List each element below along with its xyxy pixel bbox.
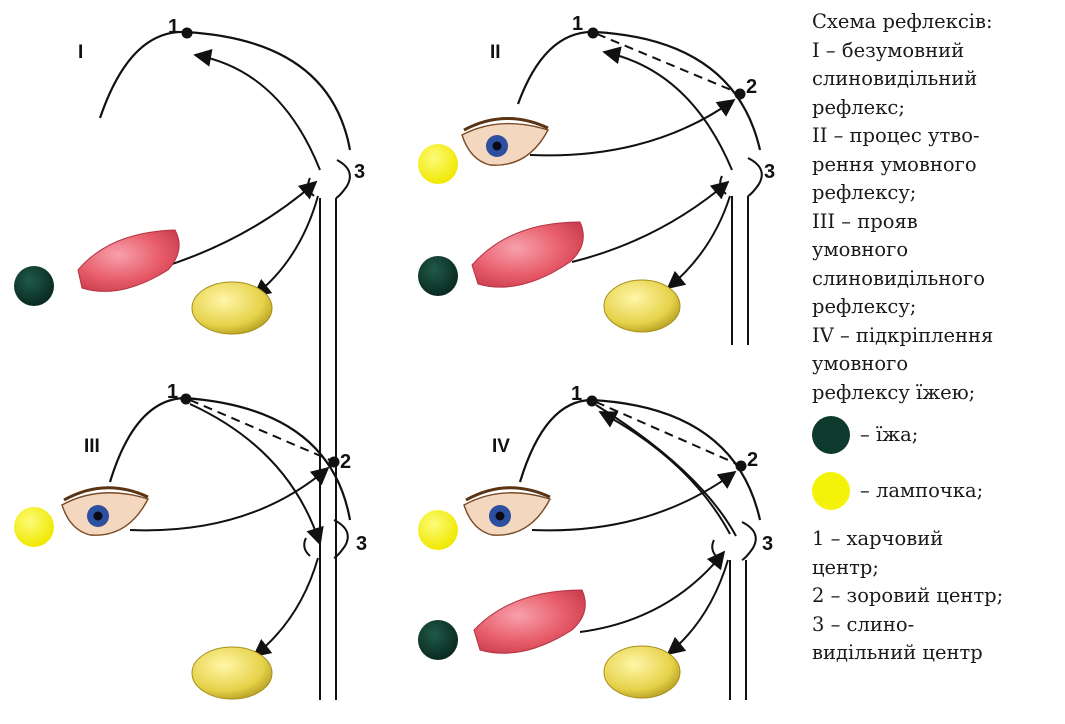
label-1: 1	[168, 16, 179, 38]
cord-right-bracket	[748, 158, 762, 196]
panel-3: III 1 2 3	[14, 381, 367, 700]
brain-arc	[520, 400, 760, 520]
visual-center-node	[736, 461, 747, 472]
arrow-center3-to-1	[600, 412, 730, 534]
temporary-connection	[597, 34, 736, 92]
arrow-eye-to-2	[532, 472, 735, 530]
cord-left-bracket	[712, 540, 718, 558]
label-2: 2	[340, 451, 351, 473]
arrow-center3-to-1	[195, 55, 320, 170]
label-2: 2	[747, 449, 758, 471]
lamp-dot	[418, 144, 458, 184]
salivary-gland-image	[192, 282, 272, 334]
food-dot	[418, 256, 458, 296]
panel-1-roman: I	[78, 42, 83, 63]
legend-food-item: – їжа;	[812, 407, 1062, 463]
legend-lamp-label: – лампочка;	[860, 477, 983, 506]
panel-4-roman: IV	[492, 436, 510, 457]
label-3: 3	[356, 533, 367, 555]
arrow-tongue-to-3	[580, 552, 724, 632]
food-dot	[418, 620, 458, 660]
legend-center-line: центр;	[812, 554, 1062, 583]
label-2: 2	[746, 76, 757, 98]
label-1: 1	[572, 13, 583, 35]
food-dot	[14, 266, 54, 306]
panel-2: II 1 2 3	[418, 13, 775, 345]
tongue-image	[472, 222, 583, 287]
visual-center-node	[329, 457, 340, 468]
legend-title: Схема рефлексів:	[812, 8, 1062, 37]
arrow-eye-to-2	[530, 100, 734, 155]
cord-right-bracket	[742, 522, 756, 560]
visual-center-node	[735, 89, 746, 100]
food-center-node	[182, 28, 193, 39]
arrow-3-to-gland	[254, 196, 318, 296]
tongue-image	[474, 590, 585, 653]
label-3: 3	[354, 161, 365, 183]
label-3: 3	[762, 533, 773, 555]
lamp-swatch	[812, 472, 850, 510]
food-center-node	[588, 28, 599, 39]
food-center-node	[181, 394, 192, 405]
salivary-gland-image	[604, 280, 680, 332]
cord-right-bracket	[336, 160, 350, 198]
legend-line: рення умовного	[812, 151, 1062, 180]
arrow-1-to-3	[596, 405, 736, 536]
legend-line: II – процес утво-	[812, 122, 1062, 151]
legend-center-line: 1 – харчовий	[812, 525, 1062, 554]
food-swatch	[812, 416, 850, 454]
label-1: 1	[167, 381, 178, 403]
panel-4: IV 1 2 3	[418, 383, 773, 700]
legend-center-line: видільний центр	[812, 639, 1062, 668]
label-1: 1	[571, 383, 582, 405]
legend-center-line: 2 – зоровий центр;	[812, 582, 1062, 611]
panel-2-roman: II	[490, 42, 501, 63]
legend-lamp-item: – лампочка;	[812, 463, 1062, 519]
cord-left-bracket	[304, 538, 310, 556]
label-3: 3	[764, 161, 775, 183]
arrow-3-to-gland	[254, 558, 318, 656]
eye-image	[462, 118, 548, 165]
legend-center-line: 3 – слино-	[812, 611, 1062, 640]
brain-arc	[518, 32, 760, 150]
legend-line: умовного	[812, 236, 1062, 265]
legend-line: слиновидільного	[812, 265, 1062, 294]
lamp-dot	[14, 507, 54, 547]
panel-1: I 1 3	[14, 16, 365, 700]
food-center-node	[587, 396, 598, 407]
lamp-dot	[418, 510, 458, 550]
eye-image	[464, 488, 550, 536]
brain-arc	[100, 32, 350, 150]
legend-line: рефлексу;	[812, 179, 1062, 208]
legend-food-label: – їжа;	[860, 421, 918, 450]
arrow-3-to-gland	[668, 560, 728, 654]
legend-line: рефлекс;	[812, 94, 1062, 123]
legend-line: рефлексу їжею;	[812, 379, 1062, 408]
temporary-connection	[190, 400, 330, 460]
arrow-eye-to-2	[130, 468, 328, 530]
legend: Схема рефлексів: I – безумовний слиновид…	[812, 8, 1062, 668]
legend-line: слиновидільний	[812, 65, 1062, 94]
panel-3-roman: III	[84, 436, 100, 457]
salivary-gland-image	[192, 647, 272, 699]
eye-image	[62, 488, 148, 536]
legend-line: рефлексу;	[812, 293, 1062, 322]
legend-line: III – прояв	[812, 208, 1062, 237]
salivary-gland-image	[604, 646, 680, 698]
tongue-image	[78, 230, 179, 291]
legend-line: I – безумовний	[812, 37, 1062, 66]
arrow-3-to-gland	[668, 196, 730, 288]
arrow-1-to-3	[190, 404, 320, 544]
legend-line: IV – підкріплення	[812, 322, 1062, 351]
legend-line: умовного	[812, 350, 1062, 379]
reflex-diagram: I 1 3 II 1 2 3	[0, 0, 800, 724]
